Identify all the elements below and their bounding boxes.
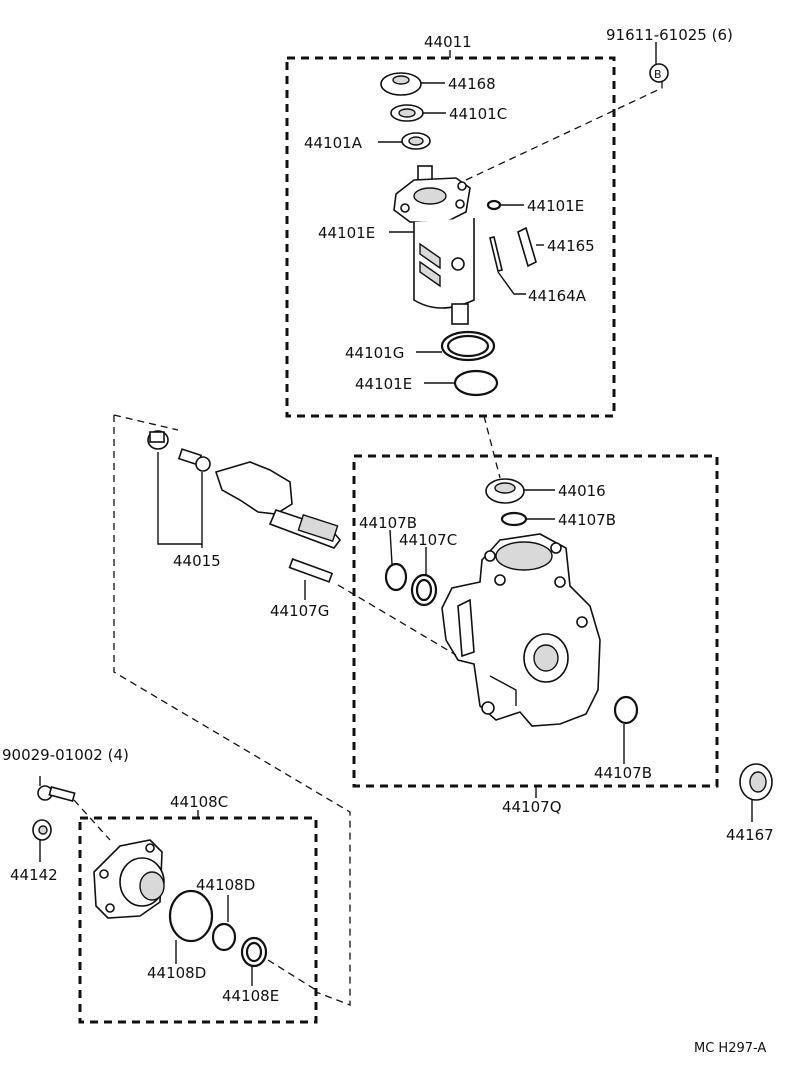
part-44015-screw (177, 448, 211, 472)
label-44101a: 44101A (304, 134, 363, 152)
label-44107c: 44107C (399, 531, 457, 549)
label-44165: 44165 (547, 237, 595, 255)
badge-letter: B (654, 68, 662, 81)
part-44107c (410, 573, 438, 607)
part-control-valve (393, 165, 475, 325)
label-44107b-lower: 44107B (594, 764, 652, 782)
part-44015-plug (147, 430, 169, 450)
part-44101c (390, 104, 424, 122)
part-44167 (739, 763, 773, 801)
label-44101e-bottom: 44101E (355, 375, 412, 393)
part-44164a (489, 236, 503, 272)
label-44108e: 44108E (222, 987, 279, 1005)
label-44108d-left: 44108D (147, 964, 206, 982)
label-44164a: 44164A (528, 287, 587, 305)
part-44101g (440, 330, 496, 362)
label-44108d-right: 44108D (196, 876, 255, 894)
label-44108c: 44108C (170, 793, 228, 811)
label-44167: 44167 (726, 826, 774, 844)
label-44107b-upper-left: 44107B (359, 514, 417, 532)
label-91611-61025: 91611-61025 (6) (606, 26, 733, 44)
label-90029-01002: 90029-01002 (4) (2, 746, 129, 764)
label-44142: 44142 (10, 866, 58, 884)
part-44108c-cover (93, 839, 165, 919)
part-44101a (401, 132, 431, 150)
label-44101e-right: 44101E (527, 197, 584, 215)
part-gear-housing (441, 533, 601, 727)
part-44108e (240, 936, 268, 968)
box-44011 (285, 56, 616, 418)
part-44107b-top (500, 511, 528, 527)
part-44107g (288, 558, 334, 583)
outline-44015-group (113, 414, 351, 1006)
box-44108c (78, 816, 318, 1024)
part-44165 (517, 226, 537, 268)
part-44101e-bottom (453, 369, 499, 397)
diagram-reference-code: MC H297-A (694, 1041, 766, 1056)
label-44107g: 44107G (270, 602, 329, 620)
part-44108d-small (211, 922, 237, 952)
part-90029-bolt (37, 785, 76, 802)
part-44168 (380, 72, 422, 96)
label-44101g: 44101G (345, 344, 404, 362)
label-44168: 44168 (448, 75, 496, 93)
part-44016 (485, 478, 525, 504)
label-44107b-upper-right: 44107B (558, 511, 616, 529)
label-44015: 44015 (173, 552, 221, 570)
part-44101e-oring (486, 199, 502, 211)
part-44107b-right (613, 695, 639, 725)
label-44016: 44016 (558, 482, 606, 500)
part-sector-shaft (214, 461, 342, 549)
label-44011: 44011 (424, 33, 472, 51)
part-44107b-left (384, 562, 408, 592)
label-44101c: 44101C (449, 105, 507, 123)
part-44142 (32, 819, 52, 841)
label-44101e-left: 44101E (318, 224, 375, 242)
badge-b-91611: B (649, 63, 669, 83)
label-44107q: 44107Q (502, 798, 562, 816)
part-44108d-large (168, 889, 214, 943)
